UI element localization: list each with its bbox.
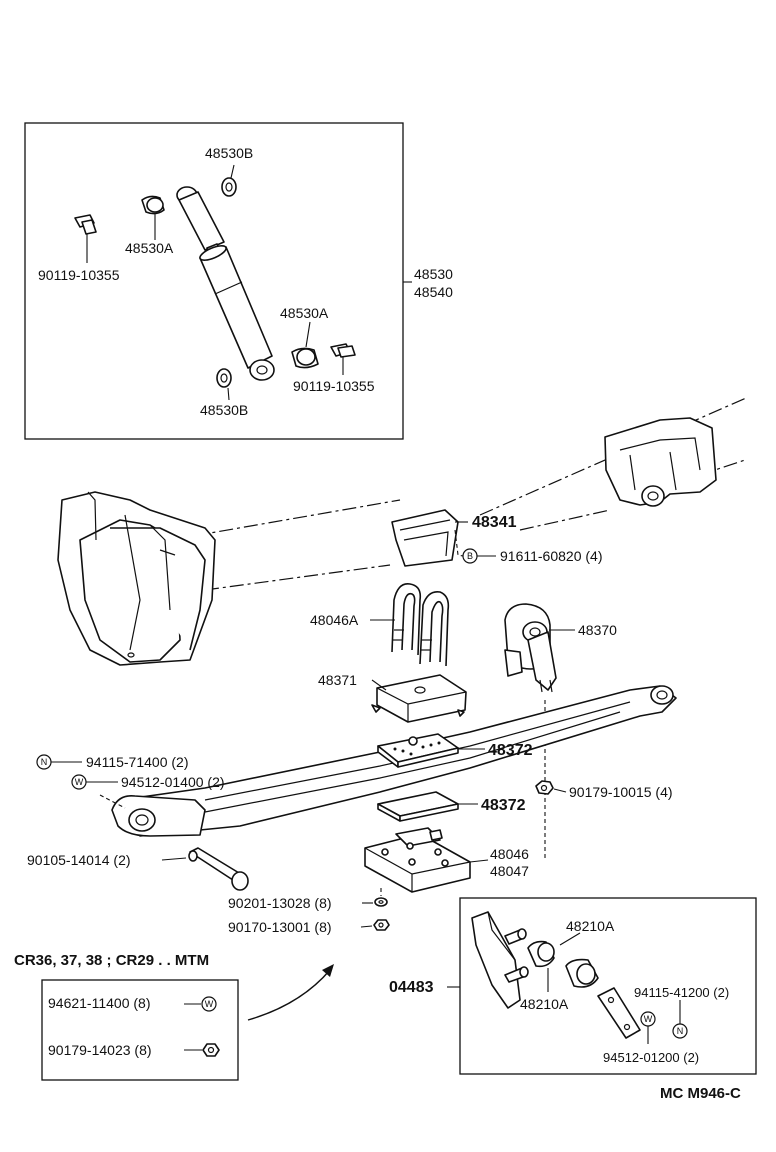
label-48372-lower: 48372 <box>481 797 526 814</box>
spring-seat-lower-48046[interactable] <box>364 827 489 893</box>
frame-rail <box>57 397 747 666</box>
bushing-48530a-left[interactable] <box>141 195 165 240</box>
shackle-kit-inset: 04483 W <box>389 897 757 1075</box>
label-48530b-top: 48530B <box>205 145 253 161</box>
washer-symbol-w-front: W <box>71 774 118 790</box>
model-note-item2: 90179-14023 (8) <box>48 1042 152 1058</box>
label-94115-41200: 94115-41200 (2) <box>634 985 729 1000</box>
nut-symbol-n-kit: N <box>672 1000 688 1039</box>
washer-symbol-w-note: W <box>184 996 217 1012</box>
label-94512-01400: 94512-01400 (2) <box>121 774 225 790</box>
svg-text:N: N <box>677 1026 684 1036</box>
bushing-48530a-right[interactable] <box>291 321 319 369</box>
model-note-item1: 94621-11400 (8) <box>48 995 150 1011</box>
label-48210a-bottom: 48210A <box>520 996 569 1012</box>
nut-90179-10015[interactable] <box>535 780 567 795</box>
spring-pad-48372-upper[interactable] <box>377 733 485 768</box>
svg-text:W: W <box>644 1014 653 1024</box>
label-90105-14014: 90105-14014 (2) <box>27 852 131 868</box>
bolt-90119-10355-right[interactable] <box>330 343 356 375</box>
bushing-48210a-top[interactable] <box>527 932 581 968</box>
bolt-90119-10355-left[interactable] <box>74 214 97 263</box>
label-48540: 48540 <box>414 284 453 300</box>
shock-absorber-inset-frame <box>24 122 404 440</box>
label-48046a: 48046A <box>310 612 359 628</box>
spring-pad-48372-lower[interactable] <box>377 791 478 822</box>
label-91611-60820: 91611-60820 (4) <box>500 548 602 564</box>
label-48210a-top: 48210A <box>566 918 615 934</box>
label-48530a-right: 48530A <box>280 305 329 321</box>
label-48530: 48530 <box>414 266 453 282</box>
label-48530b-bottom: 48530B <box>200 402 248 418</box>
diagram-code: MC M946-C <box>660 1085 741 1102</box>
label-48047: 48047 <box>490 863 529 879</box>
label-04483: 04483 <box>389 979 434 996</box>
shock-absorber[interactable] <box>176 186 275 381</box>
svg-text:N: N <box>41 757 48 767</box>
label-90119-10355-left: 90119-10355 <box>38 267 120 283</box>
bolt-symbol-b: B <box>462 548 496 564</box>
model-note-title: CR36, 37, 38 ; CR29 . . MTM <box>14 952 209 969</box>
washer-90201-13028[interactable] <box>362 888 388 907</box>
bushing-48210a-bottom[interactable] <box>547 958 599 992</box>
shackle-side-plate[interactable] <box>597 987 641 1039</box>
shackle-kit-frame <box>459 897 757 1075</box>
curved-arrow-icon <box>247 964 334 1021</box>
label-90201-13028: 90201-13028 (8) <box>228 895 332 911</box>
model-note-box <box>41 979 239 1081</box>
bolt-90105-14014[interactable] <box>161 847 249 891</box>
label-90179-10015: 90179-10015 (4) <box>569 784 673 800</box>
shackle-bracket-48370[interactable] <box>504 603 575 860</box>
svg-text:W: W <box>205 999 214 1009</box>
nut-symbol-n-front: N <box>36 754 82 770</box>
washer-symbol-w-kit: W <box>640 1011 656 1044</box>
nut-icon-note <box>184 1043 220 1057</box>
spring-seat-48371[interactable] <box>371 674 467 723</box>
label-90119-10355-right: 90119-10355 <box>293 378 375 394</box>
label-48341: 48341 <box>472 514 517 531</box>
label-48046: 48046 <box>490 846 529 862</box>
svg-text:W: W <box>75 777 84 787</box>
svg-text:B: B <box>467 551 473 561</box>
bushing-48530b-bottom[interactable] <box>216 368 232 401</box>
bushing-48530b-top[interactable] <box>221 164 237 197</box>
label-94115-71400: 94115-71400 (2) <box>86 754 188 770</box>
label-94512-01200: 94512-01200 (2) <box>603 1050 699 1065</box>
shackle-plate[interactable] <box>471 911 529 1009</box>
label-48372-upper: 48372 <box>488 742 533 759</box>
shock-absorber-inset: 48530B 48530A 90119-10355 48530A 90119-1… <box>24 122 453 440</box>
label-90170-13001: 90170-13001 (8) <box>228 919 332 935</box>
label-48371: 48371 <box>318 672 357 688</box>
label-48370: 48370 <box>578 622 617 638</box>
u-bolt-48046a[interactable] <box>370 583 450 667</box>
label-48530a-left: 48530A <box>125 240 174 256</box>
bumper-stopper-48341[interactable] <box>391 509 468 567</box>
nut-90170-13001[interactable] <box>360 919 390 931</box>
